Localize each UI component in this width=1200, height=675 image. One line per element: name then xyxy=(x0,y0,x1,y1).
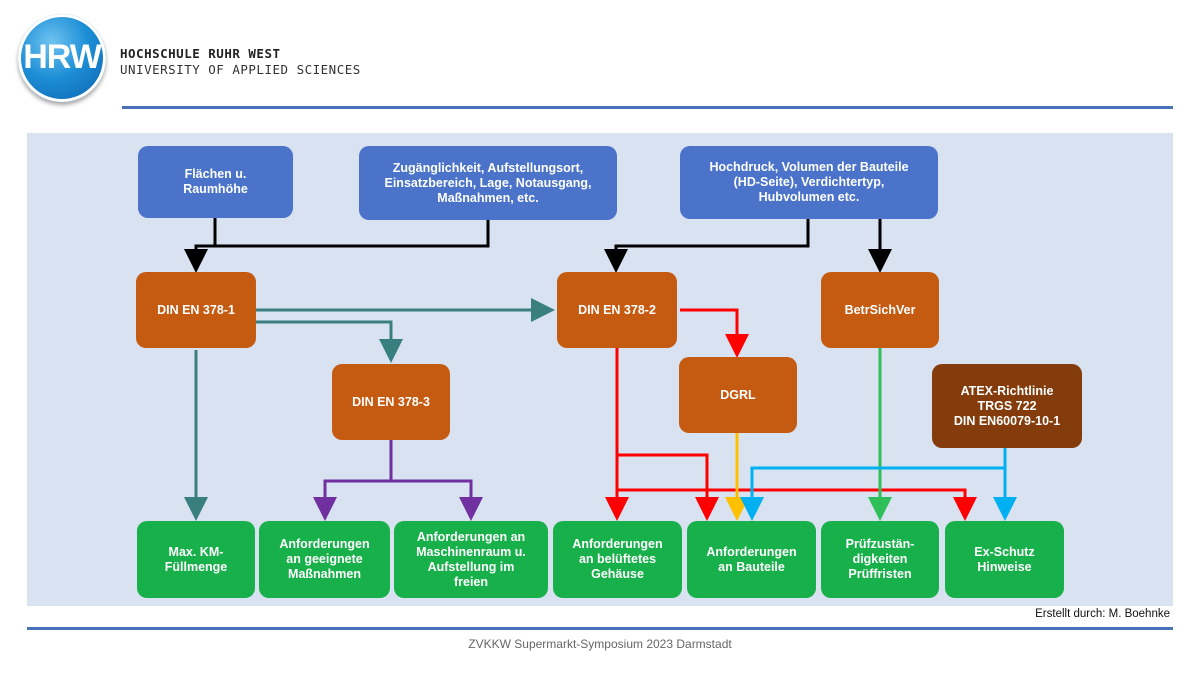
norm-atex: ATEX-Richtlinie TRGS 722 DIN EN60079-10-… xyxy=(932,364,1082,448)
arrow-din1-to-din3 xyxy=(256,320,403,363)
norm-din-en-378-2: DIN EN 378-2 xyxy=(557,272,677,348)
arrow-zugaenglichkeit-to-din1 xyxy=(215,220,490,248)
arrow-atex-to-bauteile xyxy=(740,448,1007,521)
norm-din-en-378-3: DIN EN 378-3 xyxy=(332,364,450,440)
result-anforderungen-bauteile: Anforderungen an Bauteile xyxy=(687,521,816,598)
arrow-flaechen-to-din1 xyxy=(184,218,217,273)
result-anforderungen-massnahmen: Anforderungen an geeignete Maßnahmen xyxy=(259,521,390,598)
arrow-hochdruck-to-din2 xyxy=(604,219,810,273)
result-pruefzustaendigkeiten: Prüfzustän- digkeiten Prüffristen xyxy=(821,521,939,598)
university-subtitle: UNIVERSITY OF APPLIED SCIENCES xyxy=(120,62,361,77)
arrow-din3-to-results xyxy=(313,440,393,521)
norm-din-en-378-1: DIN EN 378-1 xyxy=(136,272,256,348)
norm-dgrl: DGRL xyxy=(679,357,797,433)
result-max-km-fuellmenge: Max. KM- Füllmenge xyxy=(137,521,255,598)
logo-text: HRW xyxy=(23,38,102,76)
footer-text: ZVKKW Supermarkt-Symposium 2023 Darmstad… xyxy=(468,637,732,651)
result-ex-schutz: Ex-Schutz Hinweise xyxy=(945,521,1064,598)
arrow-din2-to-exschutz xyxy=(617,488,977,521)
arrow-din2-to-bauteile xyxy=(617,453,719,521)
footer-divider xyxy=(27,627,1173,630)
hrw-logo: HRW xyxy=(18,14,106,102)
source-zugaenglichkeit: Zugänglichkeit, Aufstellungsort, Einsatz… xyxy=(359,146,617,220)
source-flaechen: Flächen u. Raumhöhe xyxy=(138,146,293,218)
author-credit: Erstellt durch: M. Boehnke xyxy=(1035,608,1170,620)
norm-betrsichver: BetrSichVer xyxy=(821,272,939,348)
header-divider xyxy=(122,106,1173,109)
result-anforderungen-gehaeuse: Anforderungen an belüftetes Gehäuse xyxy=(553,521,682,598)
result-anforderungen-maschinenraum: Anforderungen an Maschinenraum u. Aufste… xyxy=(394,521,548,598)
university-name: HOCHSCHULE RUHR WEST xyxy=(120,46,281,61)
source-hochdruck: Hochdruck, Volumen der Bauteile (HD-Seit… xyxy=(680,146,938,219)
arrow-din2-to-dgrl xyxy=(680,308,749,358)
arrow-din3-to-maschinenraum xyxy=(391,479,483,521)
